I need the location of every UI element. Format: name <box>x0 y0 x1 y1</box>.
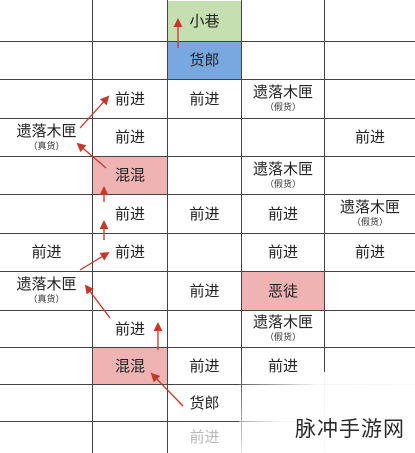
grid-line-vertical <box>241 0 242 453</box>
map-cell: 遗落木匣 （真货） <box>1 272 92 310</box>
cell-label: 前进 <box>354 128 385 146</box>
map-cell: 前进 <box>325 119 415 156</box>
map-cell: 前进 <box>242 348 324 384</box>
map-cell: 前进 <box>93 195 167 233</box>
cell-label: 遗落木匣 <box>252 83 313 101</box>
watermark-text: 脉冲手游网 <box>295 417 405 441</box>
grid-line-vertical <box>92 0 93 453</box>
grid-line-horizontal <box>0 310 415 311</box>
map-cell: 前进 <box>242 195 324 233</box>
cell-label: 前进 <box>114 204 145 223</box>
cell-label: 前进 <box>114 128 145 146</box>
cell-label: 恶徒 <box>267 281 298 300</box>
cell-sublabel: （真货） <box>28 295 65 305</box>
map-cell: 遗落木匣 （假货） <box>325 195 415 233</box>
arrow-haolang-to-hunhun <box>150 372 184 407</box>
grid-line-horizontal <box>0 194 415 195</box>
grid-line-horizontal <box>0 233 415 234</box>
arrow-to-chest-lower <box>84 284 111 319</box>
grid-line-vertical <box>324 0 325 453</box>
cell-label: 遗落木匣 <box>252 313 313 331</box>
cell-label: 前进 <box>189 89 220 108</box>
cell-label: 前进 <box>31 243 62 261</box>
map-cell: 前进 <box>93 80 167 118</box>
cell-label: 小巷 <box>189 11 220 30</box>
cell-label: 前进 <box>114 243 145 261</box>
grid-line-horizontal <box>0 156 415 157</box>
grid-line-horizontal <box>0 79 415 80</box>
arrow-hunhun-to-chest-upper <box>76 142 107 169</box>
cell-label: 混混 <box>114 166 145 184</box>
map-cell: 遗落木匣 （假货） <box>242 311 324 347</box>
map-cell: 前进 <box>168 272 241 310</box>
map-cell: 前进 <box>325 234 415 271</box>
cell-label: 前进 <box>114 319 145 338</box>
grid-line-horizontal <box>0 271 415 272</box>
cell-label: 前进 <box>114 89 145 108</box>
grid-line-vertical <box>167 0 168 453</box>
cell-label: 前进 <box>354 243 385 261</box>
map-cell: 货郎 <box>168 42 241 79</box>
cell-label: 前进 <box>189 204 220 223</box>
cell-label: 遗落木匣 <box>16 121 77 140</box>
map-cell: 遗落木匣（真货） <box>1 119 92 156</box>
map-cell: 货郎 <box>168 385 241 421</box>
cell-label: 货郎 <box>189 51 220 69</box>
grid-line-horizontal <box>0 41 415 42</box>
cell-sublabel: （假货） <box>351 218 388 228</box>
map-cell: 前进 <box>168 348 241 384</box>
cell-label: 前进 <box>189 428 220 446</box>
cell-label: 混混 <box>114 356 145 375</box>
arrow-chest-to-forward <box>79 251 110 271</box>
cell-label: 前进 <box>267 204 298 223</box>
cell-label: 遗落木匣 <box>16 275 77 293</box>
map-cell: 前进 <box>242 234 324 271</box>
cell-sublabel: （真货） <box>28 141 65 152</box>
cell-label: 前进 <box>189 356 220 375</box>
map-cell: 混混 <box>93 157 167 194</box>
map-cell: 前进 <box>168 422 241 453</box>
map-cell: 前进 <box>168 195 241 233</box>
cell-label: 遗落木匣 <box>252 159 313 178</box>
map-cell: 遗落木匣（假货） <box>242 157 324 194</box>
cell-sublabel: （假货） <box>264 179 301 190</box>
map-cell: 遗落木匣 （假货） <box>242 80 324 118</box>
cell-label: 货郎 <box>189 393 220 412</box>
grid-line-horizontal <box>0 347 415 348</box>
map-cell: 前进 <box>168 80 241 118</box>
map-cell: 恶徒 <box>242 272 324 310</box>
cell-label: 前进 <box>267 356 298 375</box>
cell-label: 前进 <box>267 243 298 261</box>
grid-line-horizontal <box>0 384 415 385</box>
map-cell: 前进 <box>93 234 167 271</box>
cell-label: 前进 <box>189 281 220 300</box>
map-cell: 前进 <box>93 311 167 347</box>
watermark-band: 脉冲手游网 <box>239 372 415 453</box>
grid-line-horizontal <box>0 421 415 422</box>
cell-label: 遗落木匣 <box>339 198 400 216</box>
grid-line-horizontal <box>0 118 415 119</box>
cell-sublabel: （假货） <box>264 103 301 113</box>
map-cell: 前进 <box>93 119 167 156</box>
cell-sublabel: （假货） <box>264 333 301 343</box>
arrow-chest-to-forward-top <box>79 95 110 129</box>
map-cell: 前进 <box>1 234 92 271</box>
